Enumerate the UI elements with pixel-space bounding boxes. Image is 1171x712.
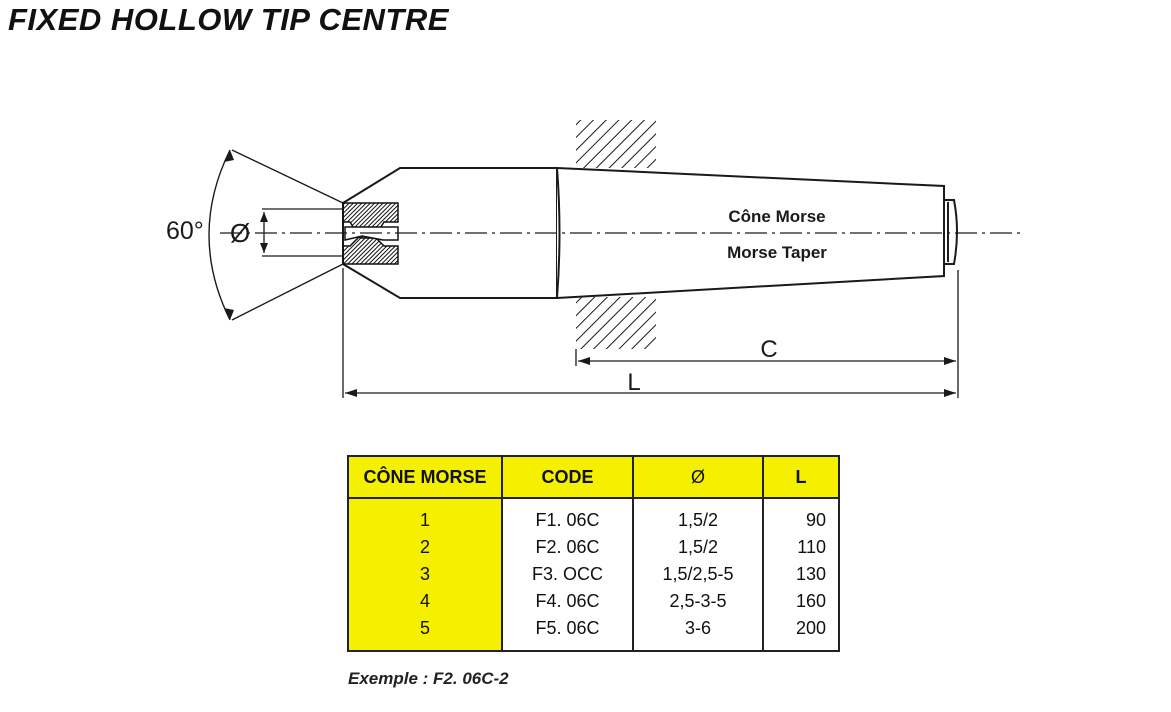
- dimension-l-label: L: [627, 369, 640, 396]
- hollow-tip-section: [342, 202, 399, 265]
- table-row: 4 F4. 06C 2,5-3-5 160: [347, 588, 840, 615]
- angle-label: 60°: [166, 217, 204, 245]
- example-code: Exemple : F2. 06C-2: [348, 669, 509, 688]
- cell-code: F5. 06C: [501, 615, 634, 651]
- body-label-fr: Cône Morse: [728, 207, 825, 226]
- page-title: FIXED HOLLOW TIP CENTRE: [8, 2, 449, 37]
- cell-cone: 4: [347, 588, 503, 615]
- cell-cone: 2: [347, 534, 503, 561]
- header-l: L: [762, 456, 840, 499]
- cell-l: 160: [762, 588, 840, 615]
- head-taper-joint: [556, 167, 561, 299]
- spindle-wall-bottom-hatch: [576, 297, 656, 349]
- cell-l: 130: [762, 561, 840, 588]
- cell-diameter: 1,5/2,5-5: [632, 561, 764, 588]
- extension-lines: [342, 268, 959, 398]
- table-row: 5 F5. 06C 3-6 200: [347, 615, 840, 651]
- cell-diameter: 1,5/2: [632, 498, 764, 534]
- cell-cone: 1: [347, 498, 503, 534]
- angle-dimension: [208, 149, 344, 321]
- spec-table: CÔNE MORSE CODE Ø L 1 F1. 06C 1,5/2 90 2…: [347, 455, 840, 652]
- cell-cone: 5: [347, 615, 503, 651]
- diameter-dimension: [260, 208, 343, 257]
- technical-drawing: 60° Ø Cône Morse Morse Taper C L: [166, 120, 1022, 398]
- dimension-l: [345, 389, 956, 397]
- cell-diameter: 1,5/2: [632, 534, 764, 561]
- cell-diameter: 3-6: [632, 615, 764, 651]
- cell-cone: 3: [347, 561, 503, 588]
- header-code: CODE: [501, 456, 634, 499]
- cell-diameter: 2,5-3-5: [632, 588, 764, 615]
- cell-code: F1. 06C: [501, 498, 634, 534]
- table-header-row: CÔNE MORSE CODE Ø L: [347, 456, 840, 499]
- cell-l: 200: [762, 615, 840, 651]
- header-diameter: Ø: [632, 456, 764, 499]
- tang-end: [944, 199, 958, 265]
- table-row: 1 F1. 06C 1,5/2 90: [347, 498, 840, 534]
- header-cone-morse: CÔNE MORSE: [347, 456, 503, 499]
- cell-code: F4. 06C: [501, 588, 634, 615]
- table-row: 3 F3. OCC 1,5/2,5-5 130: [347, 561, 840, 588]
- dimension-c-label: C: [760, 336, 777, 363]
- cell-l: 90: [762, 498, 840, 534]
- cell-code: F2. 06C: [501, 534, 634, 561]
- table-row: 2 F2. 06C 1,5/2 110: [347, 534, 840, 561]
- spindle-wall-top-hatch: [576, 120, 656, 168]
- cell-l: 110: [762, 534, 840, 561]
- cell-code: F3. OCC: [501, 561, 634, 588]
- diameter-label: Ø: [230, 218, 250, 248]
- dimension-c: [578, 357, 956, 365]
- body-label-en: Morse Taper: [727, 243, 827, 262]
